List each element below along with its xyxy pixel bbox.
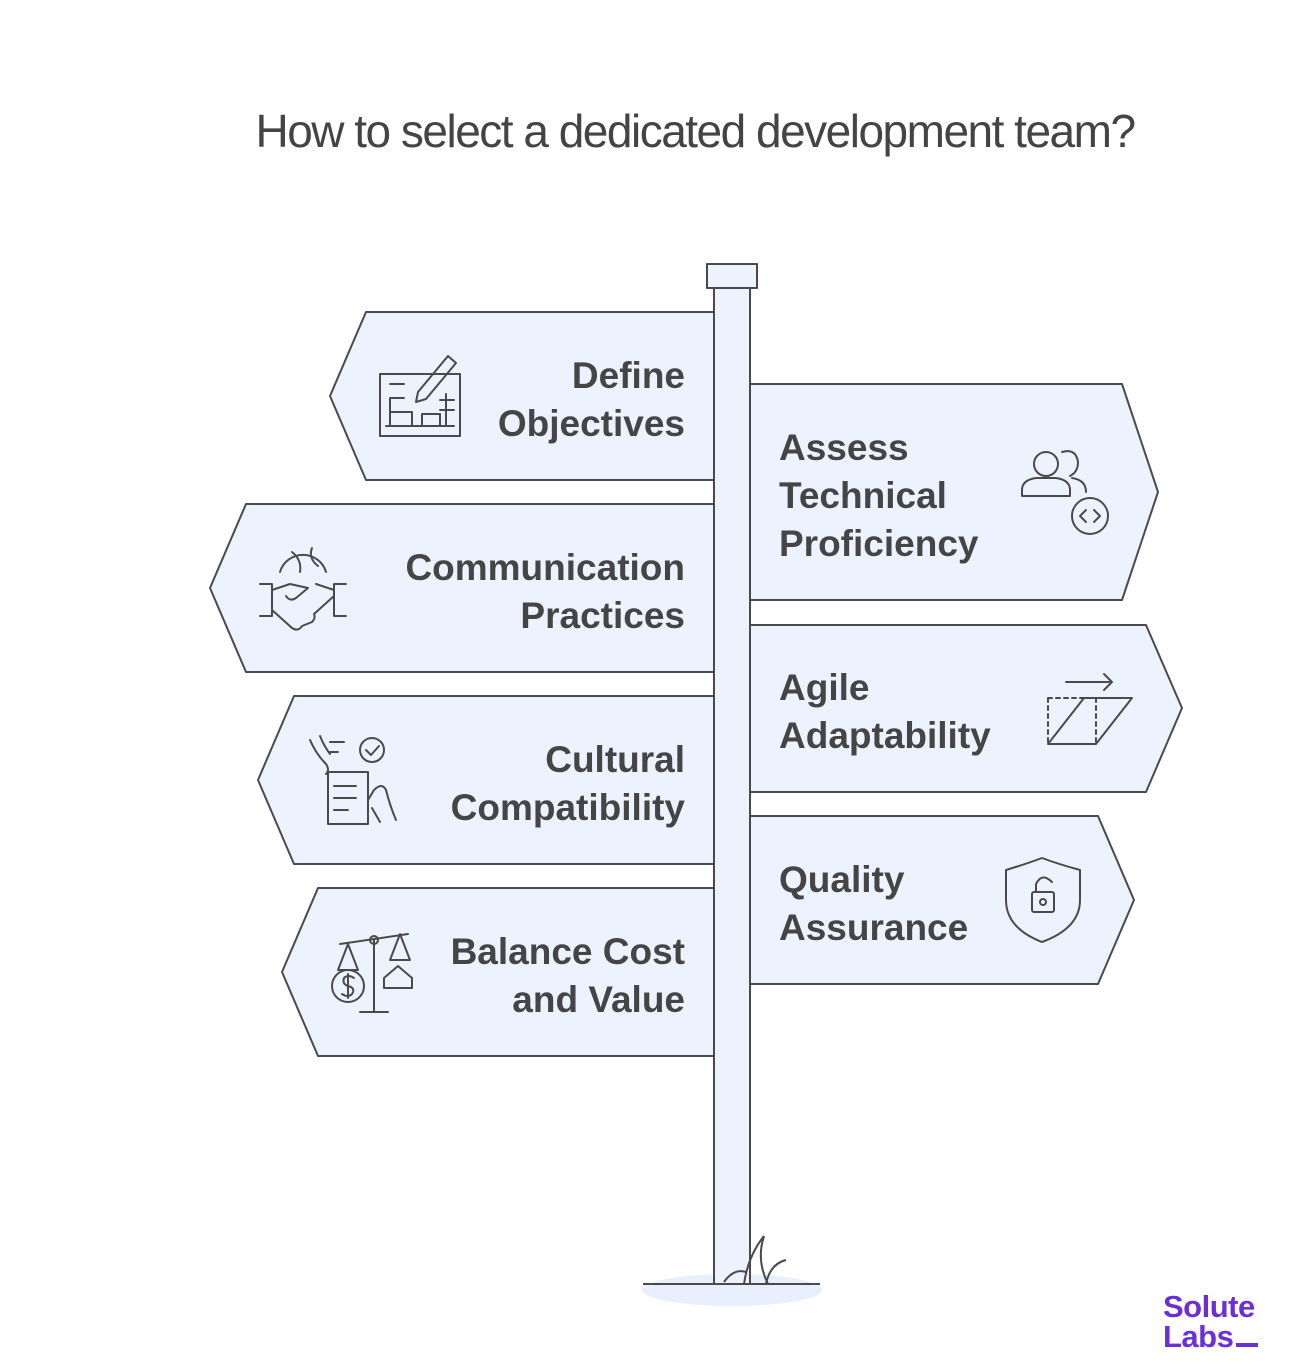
label-line: Balance Cost [450,931,685,972]
logo-line-2: Labs [1163,1319,1234,1354]
shield-lock-icon [1005,857,1081,943]
label-line: Agile [779,667,870,708]
label-line: Compatibility [450,787,685,828]
pole [713,287,751,1285]
label-line: Cultural [545,739,685,780]
ground-shadow [642,1274,822,1306]
solutelabs-logo: Solute Labs [1163,1289,1259,1354]
sign-label-balance: Balance Cost and Value [451,928,685,1024]
grass-icon [723,1235,787,1285]
pole-cap [706,263,758,289]
label-line: Objectives [497,403,685,444]
sign-label-define-objectives: Define Objectives [498,352,685,448]
document-check-hands-icon [309,735,397,825]
label-line: Communication [405,547,685,588]
sign-label-agile: Agile Adaptability [779,664,991,760]
scale-dollar-house-icon [331,933,413,1013]
parallelogram-arrow-icon [1047,673,1133,745]
sign-label-assess: Assess Technical Proficiency [779,424,978,568]
label-line: Adaptability [779,715,991,756]
globe-handshake-icon [259,547,347,631]
sign-label-communication: Communication Practices [405,544,685,640]
label-line: Technical [779,475,947,516]
sign-label-quality: Quality Assurance [779,856,968,952]
sign-label-cultural: Cultural Compatibility [451,736,685,832]
label-line: Define [571,355,685,396]
logo-underscore [1236,1343,1259,1347]
blueprint-pencil-icon [379,355,461,437]
label-line: Practices [520,595,685,636]
label-line: Assurance [779,907,969,948]
label-line: Quality [779,859,905,900]
label-line: Assess [779,427,909,468]
label-line: Proficiency [779,523,979,564]
page-title: How to select a dedicated development te… [255,105,1136,157]
logo-line-1: Solute [1163,1289,1255,1324]
users-code-icon [1021,450,1109,535]
label-line: and Value [512,979,685,1020]
